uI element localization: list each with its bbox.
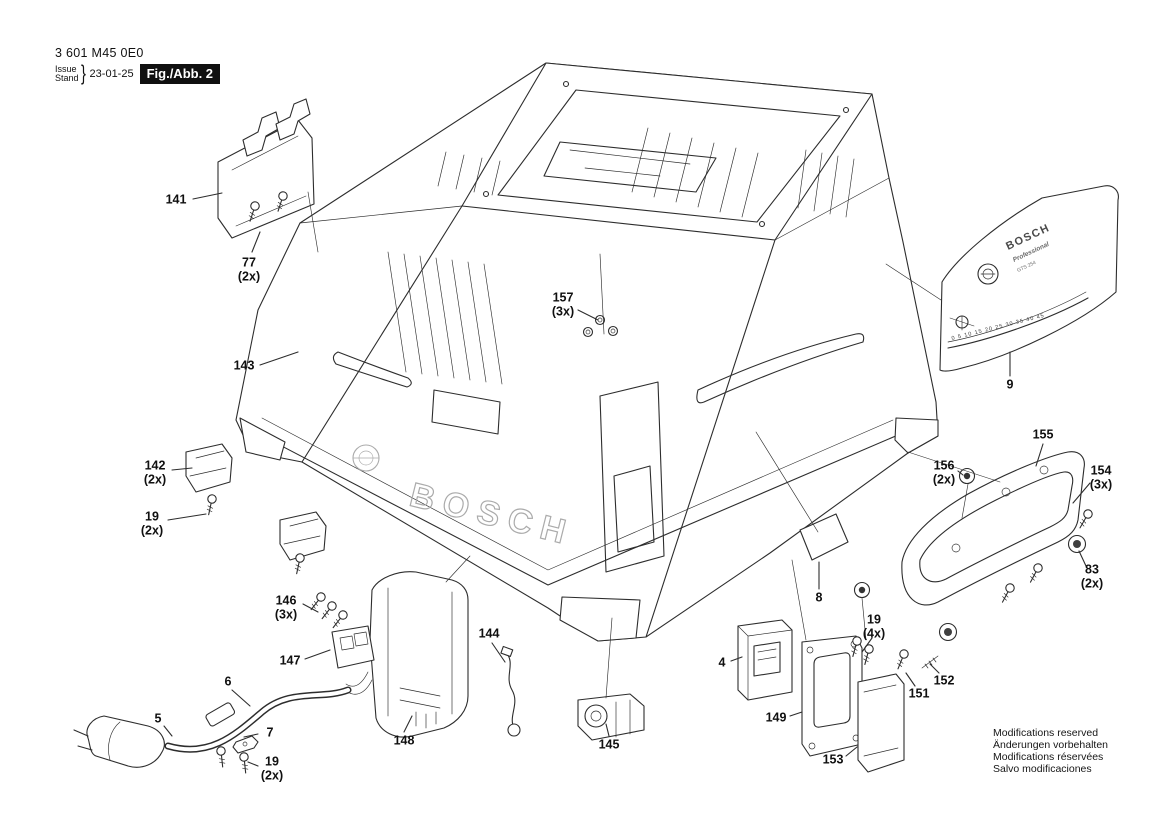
screw [1026,561,1045,585]
callout-151: 151 [908,686,930,701]
issue-labels: Issue Stand [55,63,79,84]
part-number: 3 601 M45 0E0 [55,46,144,60]
callout-146: 146(3x) [274,593,298,621]
screw-19 [238,751,251,774]
part-141-mounting-clip [217,98,315,239]
part-152-pin [921,655,939,669]
part-153-cover [857,673,905,773]
screw-146 [329,608,350,631]
callout-143: 143 [233,358,255,373]
callout-154: 154(3x) [1089,463,1113,491]
callout-83: 83(2x) [1080,562,1104,590]
bosch-roundel-watermark [352,444,380,472]
footer-line-es: Salvo modificaciones [993,763,1092,775]
screw-19 [204,493,218,517]
part-7-cord-clamp [232,735,259,754]
part-83-knobs [938,534,1087,642]
callout-8: 8 [815,590,823,605]
callout-19-c: 19(4x) [862,612,886,640]
part-142-feet [185,443,327,561]
callout-77: 77(2x) [237,255,261,283]
part-4-power-switch [737,619,793,701]
footer-line-de: Änderungen vorbehalten [993,739,1109,751]
part-6-power-cord [164,686,352,753]
callout-144: 144 [478,626,500,641]
issue-label: Issue [55,63,77,74]
part-148-bracket [369,571,469,738]
header: 3 601 M45 0E0 Issue Stand } 23-01-25 Fig… [55,46,221,86]
callout-145: 145 [598,737,620,752]
screw-19 [860,643,875,667]
screw-146 [307,590,328,613]
screw-146 [318,599,339,622]
screw-19 [215,745,228,768]
part-9-angle-plate: BOSCH Professional GTS 254 0 5 10 15 20 … [939,185,1119,372]
part-149-switch-plate [801,635,863,757]
part-5-power-plug [73,715,165,768]
callout-4: 4 [718,655,726,670]
callout-157: 157(3x) [551,290,575,318]
footer-legal: Modifications reserved Änderungen vorbeh… [993,727,1108,775]
callout-153: 153 [822,752,844,767]
assembly-lines [307,191,1001,699]
callout-156: 156(2x) [932,458,956,486]
footer-line-fr: Modifications réservées [993,751,1104,763]
part-144-cable-clip [500,645,521,737]
callout-9: 9 [1006,377,1014,392]
leader-lines [163,192,1091,767]
callout-149: 149 [765,710,787,725]
main-base-housing [235,62,939,642]
callout-19-a: 19(2x) [140,509,164,537]
callout-7: 7 [266,725,274,740]
callout-148: 148 [393,733,415,748]
callout-6: 6 [224,674,232,689]
screw-151 [893,647,911,671]
part-8-pad [799,513,849,561]
callout-5: 5 [154,711,162,726]
part-147-switch-block [331,625,375,695]
part-155-side-handle [901,451,1085,606]
brace-glyph: } [80,62,86,85]
figure-badge: Fig./Abb. 2 [139,64,221,84]
stand-label: Stand [55,73,79,83]
issue-date: 23-01-25 [89,68,134,80]
issue-row: Issue Stand } 23-01-25 Fig./Abb. 2 [55,62,221,86]
callout-155: 155 [1032,427,1054,442]
footer-line-en: Modifications reserved [993,727,1099,739]
callout-142: 142(2x) [143,458,167,486]
part-145-cable-gland [577,693,645,741]
screw [998,581,1017,605]
callout-147: 147 [279,653,301,668]
callout-141: 141 [165,192,187,207]
callout-19-b: 19(2x) [260,754,284,782]
callout-152: 152 [933,673,955,688]
